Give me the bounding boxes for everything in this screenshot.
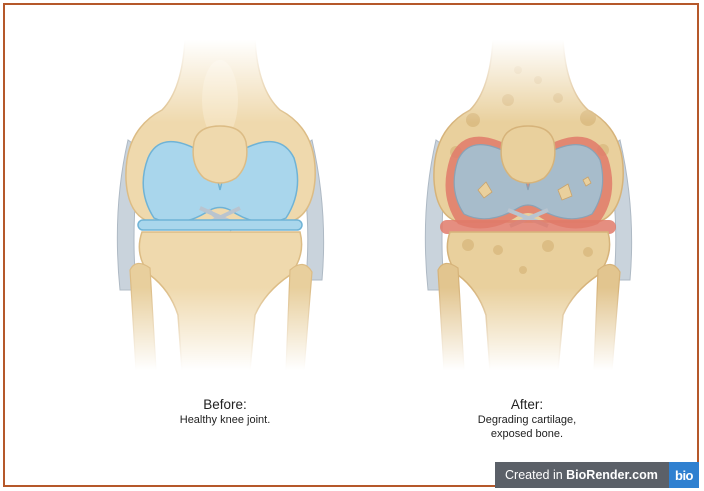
badge-prefix: Created in — [505, 468, 566, 482]
after-subtitle-line2: exposed bone. — [407, 427, 647, 441]
biorender-logo-icon: bio — [669, 462, 699, 488]
after-title: After: — [407, 396, 647, 413]
after-caption: After: Degrading cartilage, exposed bone… — [407, 396, 647, 441]
healthy-knee-illustration — [90, 40, 350, 370]
after-subtitle-line1: Degrading cartilage, — [407, 413, 647, 427]
before-title: Before: — [105, 396, 345, 413]
before-caption: Before: Healthy knee joint. — [105, 396, 345, 427]
biorender-badge[interactable]: Created in BioRender.com bio — [495, 462, 699, 488]
badge-text: Created in BioRender.com — [495, 468, 669, 482]
before-subtitle: Healthy knee joint. — [105, 413, 345, 427]
degraded-knee-illustration — [398, 40, 658, 370]
badge-brand: BioRender.com — [566, 468, 658, 482]
